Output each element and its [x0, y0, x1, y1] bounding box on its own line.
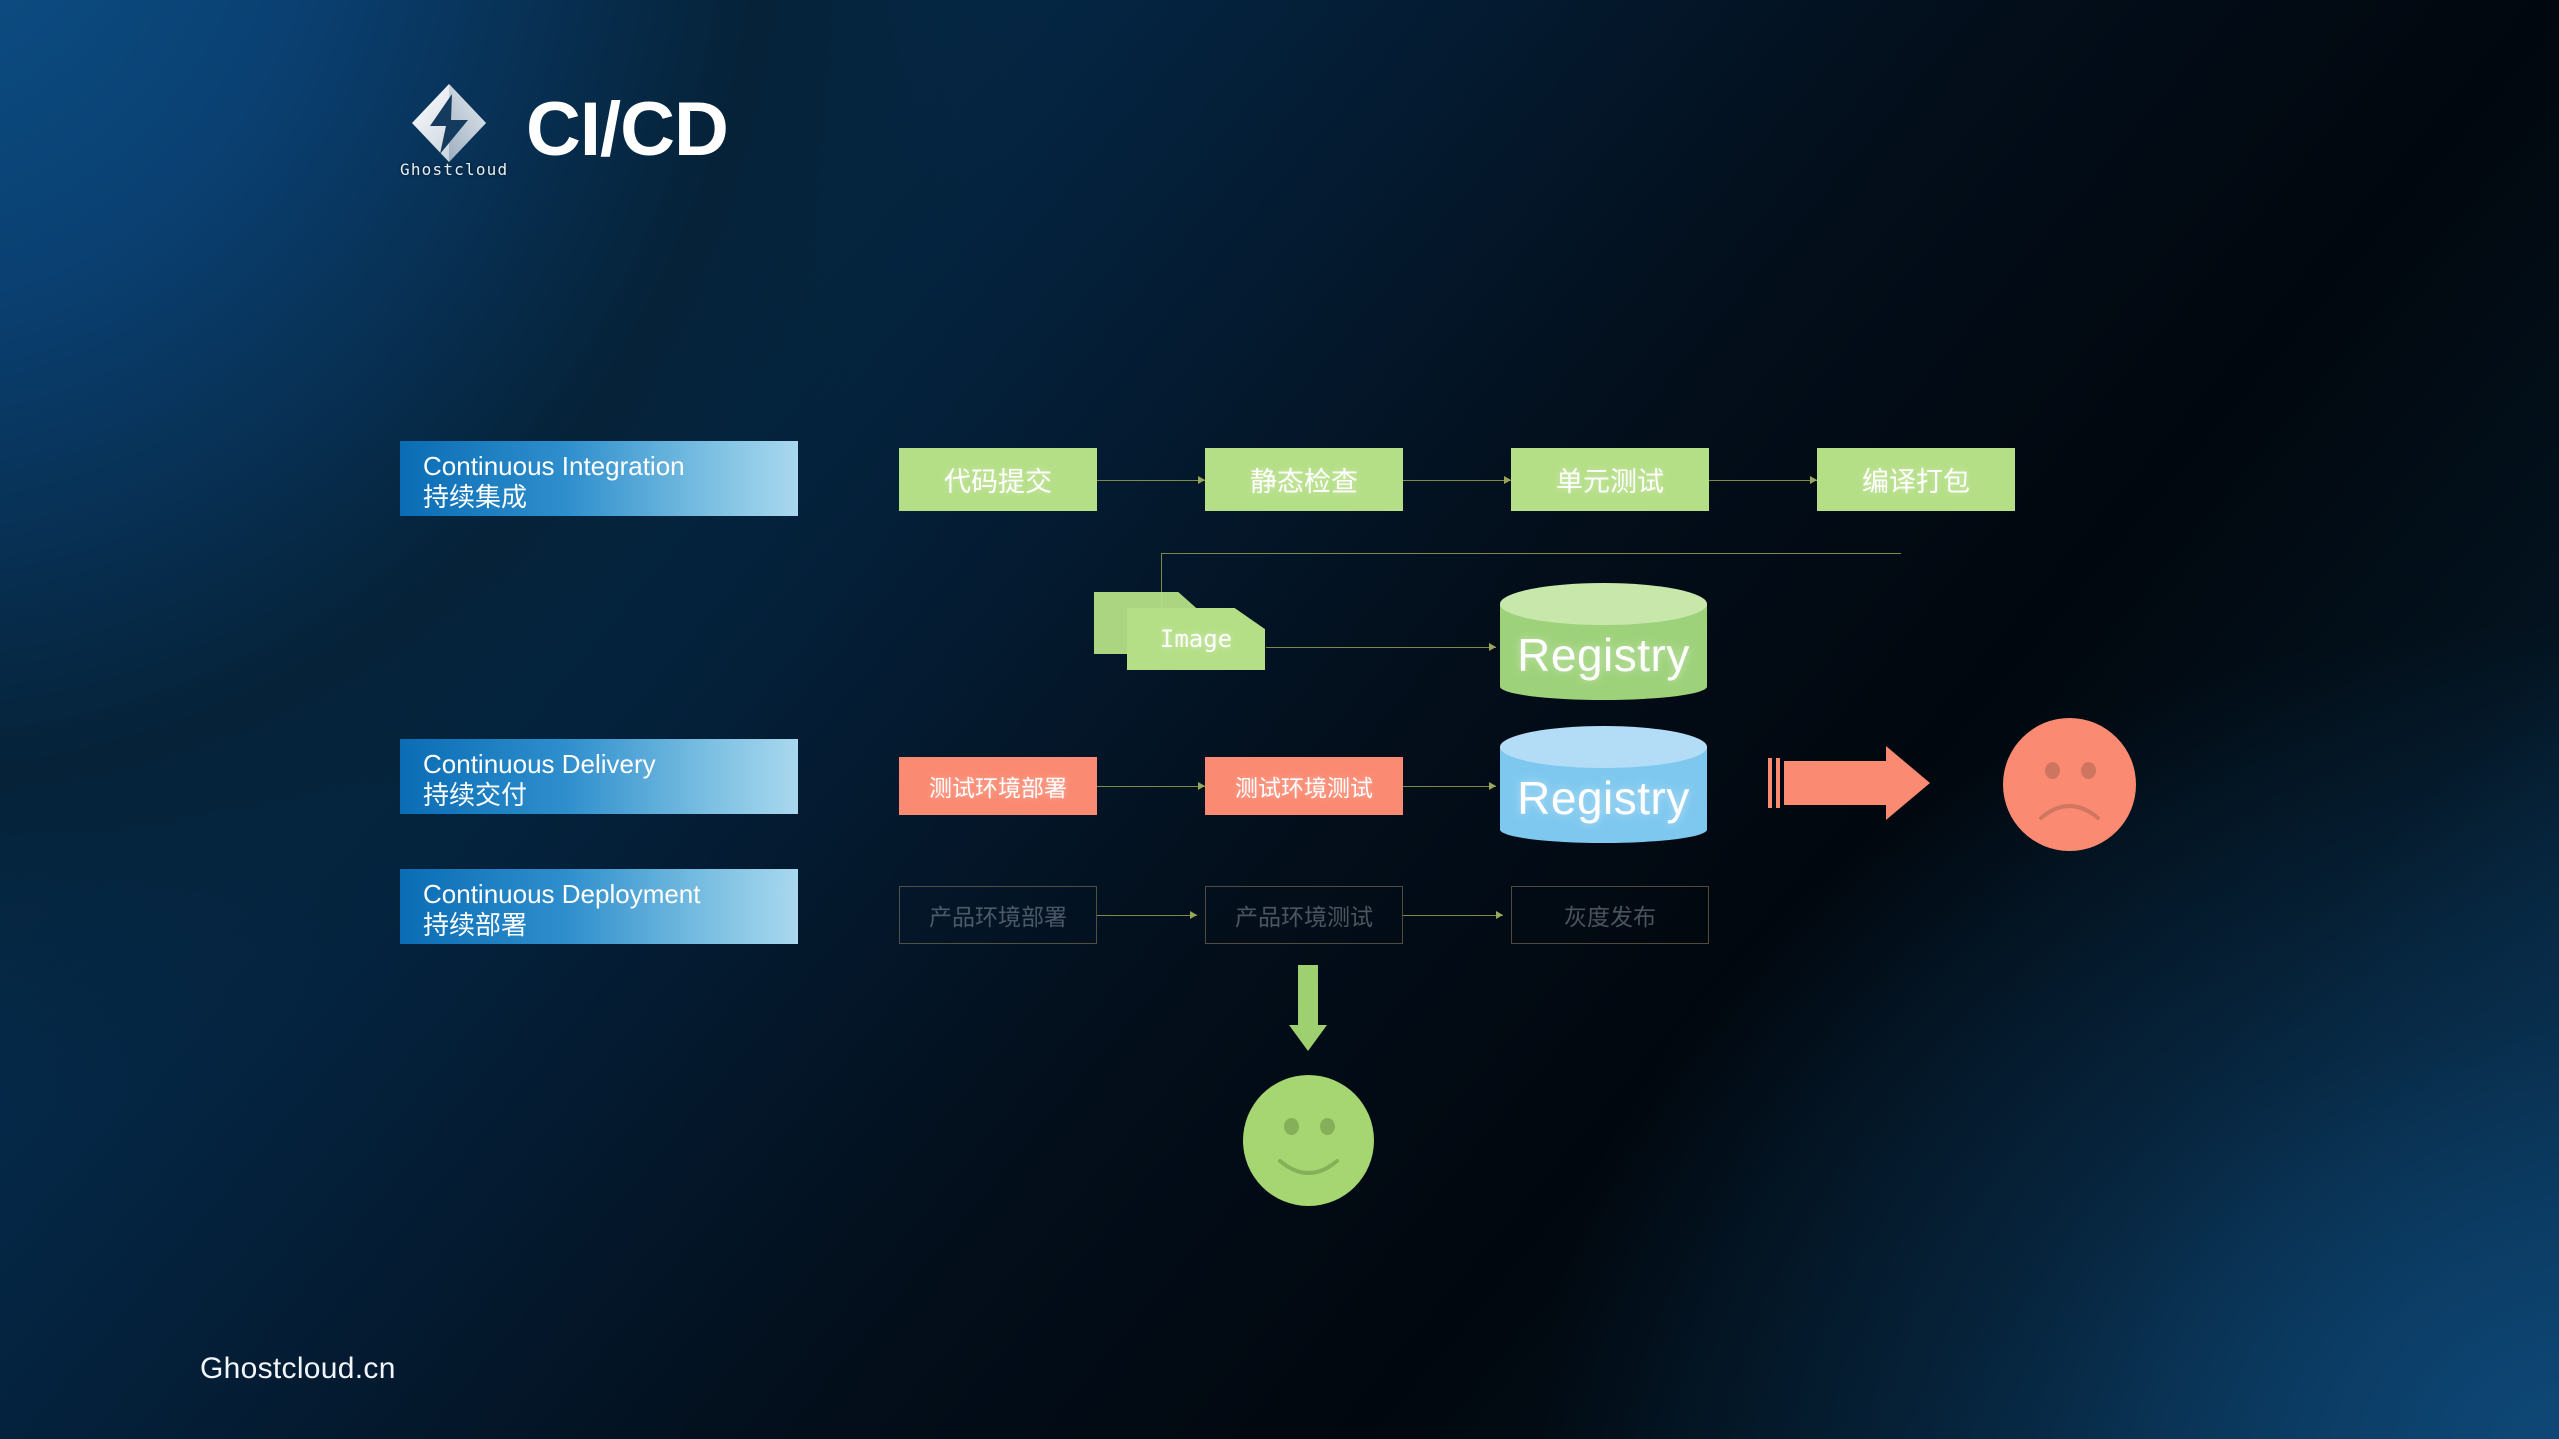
connector-elbow-horizontal — [1161, 553, 1901, 554]
stage-label-cn: 持续集成 — [423, 481, 528, 512]
stage-label-en: Continuous Deployment — [423, 879, 701, 909]
right-arrow-icon — [1886, 746, 1930, 820]
connector-line — [1097, 915, 1197, 916]
stage-label-continuous-integration[interactable]: Continuous Integration 持续集成 — [400, 441, 798, 516]
sad-face-icon — [2003, 718, 2136, 851]
arrow-head-icon — [1496, 911, 1503, 919]
face-eye-right — [1320, 1118, 1335, 1135]
stage-label-continuous-deployment[interactable]: Continuous Deployment 持续部署 — [400, 869, 798, 944]
face-mouth-smile — [1278, 1159, 1339, 1175]
arrow-head-icon — [1504, 476, 1511, 484]
artifact-registry-build[interactable]: Registry — [1500, 583, 1707, 700]
connector-line — [1709, 480, 1817, 481]
ghostcloud-logo: Ghostcloud — [400, 78, 509, 188]
ghostcloud-diamond-logo-icon — [412, 84, 486, 162]
pipeline-box-static-check[interactable]: 静态检查 — [1205, 448, 1403, 511]
connector-line — [1403, 480, 1511, 481]
footer-site: Ghostcloud.cn — [200, 1352, 396, 1385]
arrow-head-icon — [1198, 476, 1205, 484]
arrow-tail-tick — [1776, 758, 1780, 808]
arrow-tail-tick — [1768, 758, 1772, 808]
connector-line — [1097, 786, 1205, 787]
stage-label-cn: 持续交付 — [423, 779, 528, 810]
manual-gate-arrow — [1768, 740, 1938, 830]
artifact-registry-label: Registry — [1517, 629, 1690, 681]
stage-label-continuous-delivery[interactable]: Continuous Delivery 持续交付 — [400, 739, 798, 814]
pipeline-box-build-package[interactable]: 编译打包 — [1817, 448, 2015, 511]
face-mouth-frown — [2039, 804, 2100, 820]
arrow-head-icon — [1489, 643, 1496, 651]
pipeline-box-canary-release[interactable]: 灰度发布 — [1511, 886, 1709, 944]
stage-label-en: Continuous Integration — [423, 451, 685, 481]
image-sheet-front — [1127, 608, 1265, 670]
page-title: CI/CD — [526, 87, 729, 172]
pipeline-box-test-env-test[interactable]: 测试环境测试 — [1205, 757, 1403, 815]
face-eye-right — [2081, 762, 2096, 779]
connector-line — [1403, 915, 1503, 916]
logo-wordmark: Ghostcloud — [400, 160, 509, 179]
arrow-head-icon — [1190, 911, 1197, 919]
pipeline-box-unit-test[interactable]: 单元测试 — [1511, 448, 1709, 511]
happy-face-icon — [1243, 1075, 1374, 1206]
arrow-shaft — [1784, 761, 1888, 805]
pipeline-box-code-commit[interactable]: 代码提交 — [899, 448, 1097, 511]
slide-header: Ghostcloud CI/CD — [400, 78, 729, 188]
arrow-head-icon — [1198, 782, 1205, 790]
pipeline-box-test-env-deploy[interactable]: 测试环境部署 — [899, 757, 1097, 815]
auto-release-arrow — [1288, 965, 1328, 1053]
arrow-head-icon — [1810, 476, 1817, 484]
pipeline-box-prod-env-deploy[interactable]: 产品环境部署 — [899, 886, 1097, 944]
connector-line — [1097, 480, 1205, 481]
cylinder-top — [1500, 583, 1707, 625]
face-eye-left — [2045, 762, 2060, 779]
connector-line — [1266, 647, 1496, 648]
stage-label-en: Continuous Delivery — [423, 749, 656, 779]
artifact-registry-release[interactable]: Registry — [1500, 726, 1707, 843]
stage-label-cn: 持续部署 — [423, 909, 528, 940]
down-arrow-icon — [1289, 1025, 1327, 1051]
arrow-head-icon — [1489, 782, 1496, 790]
face-eye-left — [1284, 1118, 1299, 1135]
connector-elbow-vertical — [1161, 553, 1162, 621]
cylinder-top — [1500, 726, 1707, 768]
arrow-shaft — [1298, 965, 1318, 1027]
artifact-image-shape[interactable]: Image — [1094, 592, 1266, 672]
artifact-image-label: Image — [1159, 625, 1233, 653]
artifact-registry-label: Registry — [1517, 772, 1690, 824]
connector-line — [1403, 786, 1496, 787]
pipeline-box-prod-env-test[interactable]: 产品环境测试 — [1205, 886, 1403, 944]
